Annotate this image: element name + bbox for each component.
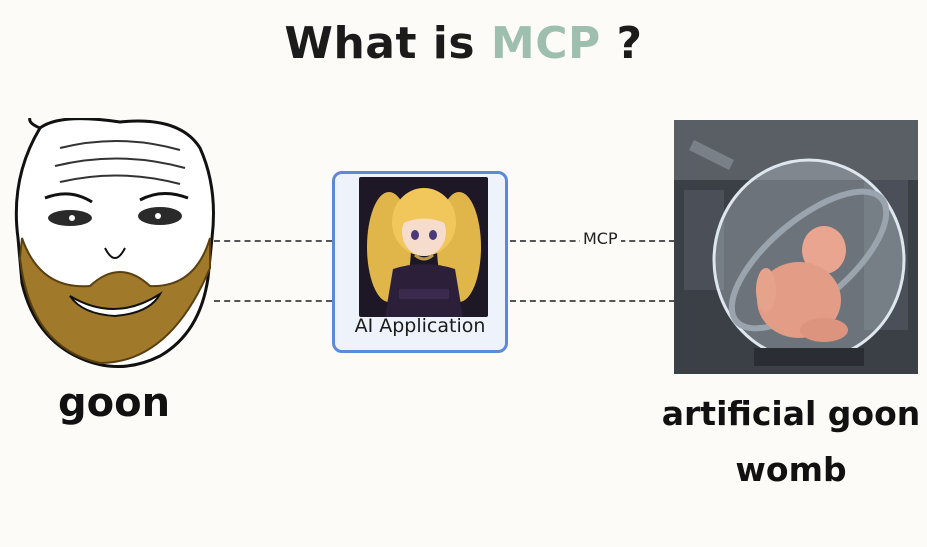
anime-girl-portrait-icon: [359, 177, 488, 317]
connector-right-bottom: [510, 300, 675, 302]
connector-left-bottom: [214, 300, 332, 302]
title-suffix: ?: [600, 18, 643, 69]
title-accent: MCP: [490, 18, 601, 69]
bearded-wojak-face-icon: [14, 118, 215, 368]
right-node-label-line1: artificial goon: [661, 394, 921, 433]
left-node-label: goon: [58, 380, 171, 426]
right-node-label-line2: womb: [735, 450, 847, 489]
baby-in-glass-pod-icon: [674, 120, 918, 374]
page-title: What is MCP ?: [0, 18, 927, 69]
connector-left-top: [214, 240, 332, 242]
center-node-label: AI Application: [354, 315, 486, 337]
connector-label: MCP: [580, 229, 621, 248]
right-node-label: artificial goon womb: [655, 386, 927, 498]
ai-application-box: AI Application: [332, 171, 508, 353]
title-prefix: What is: [284, 18, 491, 69]
